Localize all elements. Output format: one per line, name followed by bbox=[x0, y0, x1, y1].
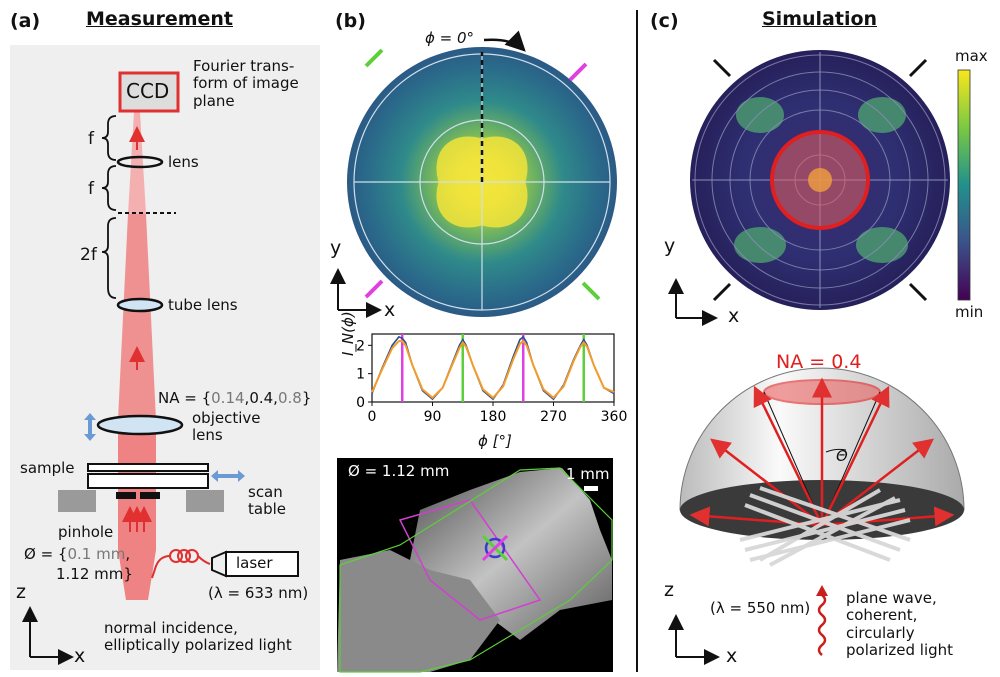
intensity-plot: 0 90 180 270 360 0 1 2 bbox=[356, 333, 628, 425]
pinhole-label: pinhole bbox=[58, 523, 114, 541]
plot-frame bbox=[371, 333, 615, 403]
pinhole-right bbox=[140, 492, 160, 499]
panel-c-simulation bbox=[668, 50, 971, 665]
tube-lens-ellipse bbox=[116, 297, 164, 313]
plot-xlabel: ϕ [°] bbox=[478, 432, 512, 450]
ccd-label: CCD bbox=[126, 79, 170, 103]
na-label: NA = {0.14,0.4,0.8} bbox=[158, 389, 312, 407]
colorbar-min: min bbox=[955, 303, 984, 321]
axis-x-c2: x bbox=[726, 645, 738, 667]
plane-wave bbox=[817, 594, 827, 656]
sample-slide bbox=[87, 463, 209, 472]
scan-table-plate bbox=[87, 473, 209, 489]
wavelength-c-label: (λ = 550 nm) bbox=[710, 599, 811, 617]
panel-a-optics bbox=[10, 45, 320, 670]
axis-z-c: z bbox=[664, 579, 674, 601]
fiber-bundle bbox=[739, 486, 911, 567]
pinhole-left bbox=[116, 492, 136, 499]
axis-x-a: x bbox=[74, 645, 86, 667]
tissue-thumb-left bbox=[58, 490, 96, 512]
wavelength-a-label: (λ = 633 nm) bbox=[208, 584, 309, 602]
beam-spot bbox=[484, 537, 506, 559]
axis-x-b: x bbox=[384, 299, 396, 321]
panel-c-letter: (c) bbox=[650, 10, 679, 32]
lens-ellipse bbox=[116, 155, 164, 169]
x-tick-label-1: 90 bbox=[424, 409, 442, 425]
x-tick-label-4: 360 bbox=[601, 409, 628, 425]
na-sim-label: NA = 0.4 bbox=[776, 351, 862, 373]
diameter-label: Ø = {0.1 mm, bbox=[24, 545, 131, 563]
panel-a-letter: (a) bbox=[10, 10, 41, 32]
fourier-label: Fourier trans- form of image plane bbox=[193, 57, 299, 110]
focal-f2: f bbox=[88, 179, 94, 199]
axis-y-b: y bbox=[330, 237, 342, 259]
ccd-box bbox=[118, 71, 180, 113]
laser-label: laser bbox=[236, 554, 273, 572]
colorbar bbox=[957, 69, 971, 301]
microscopy-image bbox=[337, 458, 613, 673]
brace-f2 bbox=[101, 165, 117, 211]
diameter-label-2: 1.12 mm} bbox=[56, 565, 133, 583]
axis-x-c: x bbox=[728, 305, 740, 327]
theta-label: Θ bbox=[836, 447, 848, 465]
objective-lens-ellipse bbox=[96, 414, 184, 436]
micro-diameter-label: Ø = 1.12 mm bbox=[348, 462, 450, 480]
tissue-thumb-right bbox=[186, 490, 224, 512]
laser-box bbox=[225, 551, 299, 577]
panel-b-letter: (b) bbox=[335, 10, 366, 32]
x-tick-label-3: 270 bbox=[540, 409, 567, 425]
x-tick-label-2: 180 bbox=[480, 409, 507, 425]
focal-f1: f bbox=[88, 129, 94, 149]
phi-rotation-arrow bbox=[483, 30, 526, 52]
scale-bar bbox=[584, 486, 598, 491]
y-tick-label-2: 2 bbox=[356, 338, 365, 354]
incidence-label: normal incidence, elliptically polarized… bbox=[104, 619, 292, 655]
axis-y-c: y bbox=[664, 235, 676, 257]
x-tick-label-0: 0 bbox=[368, 409, 377, 425]
roi-green bbox=[339, 467, 613, 673]
brace-2f bbox=[101, 217, 117, 299]
scale-bar-label: 1 mm bbox=[566, 465, 610, 483]
lens-label: lens bbox=[168, 153, 199, 171]
y-tick-label-0: 0 bbox=[356, 395, 365, 411]
panel-a-title: Measurement bbox=[86, 8, 233, 30]
colorbar-max: max bbox=[955, 47, 988, 65]
panel-c-title: Simulation bbox=[762, 8, 878, 30]
plane-wave-label: plane wave, coherent, circularly polariz… bbox=[846, 589, 954, 659]
scan-table-label: scan table bbox=[248, 483, 286, 519]
beam-bottom bbox=[118, 550, 156, 600]
beam-middle bbox=[118, 214, 156, 420]
plot-ylabel: I_N(ϕ) bbox=[339, 311, 357, 356]
roi-magenta bbox=[398, 499, 542, 621]
y-tick-label-1: 1 bbox=[356, 367, 365, 383]
panel-b-scatter bbox=[330, 30, 617, 318]
sample-label: sample bbox=[20, 459, 75, 477]
axis-z-a: z bbox=[16, 581, 26, 603]
tube-lens-label: tube lens bbox=[168, 296, 238, 314]
plot-series-1 bbox=[371, 339, 615, 400]
objective-label: objective lens bbox=[192, 409, 261, 445]
phi-zero-label: ϕ = 0° bbox=[425, 29, 475, 47]
brace-f1 bbox=[101, 115, 117, 161]
focal-2f: 2f bbox=[80, 245, 97, 265]
